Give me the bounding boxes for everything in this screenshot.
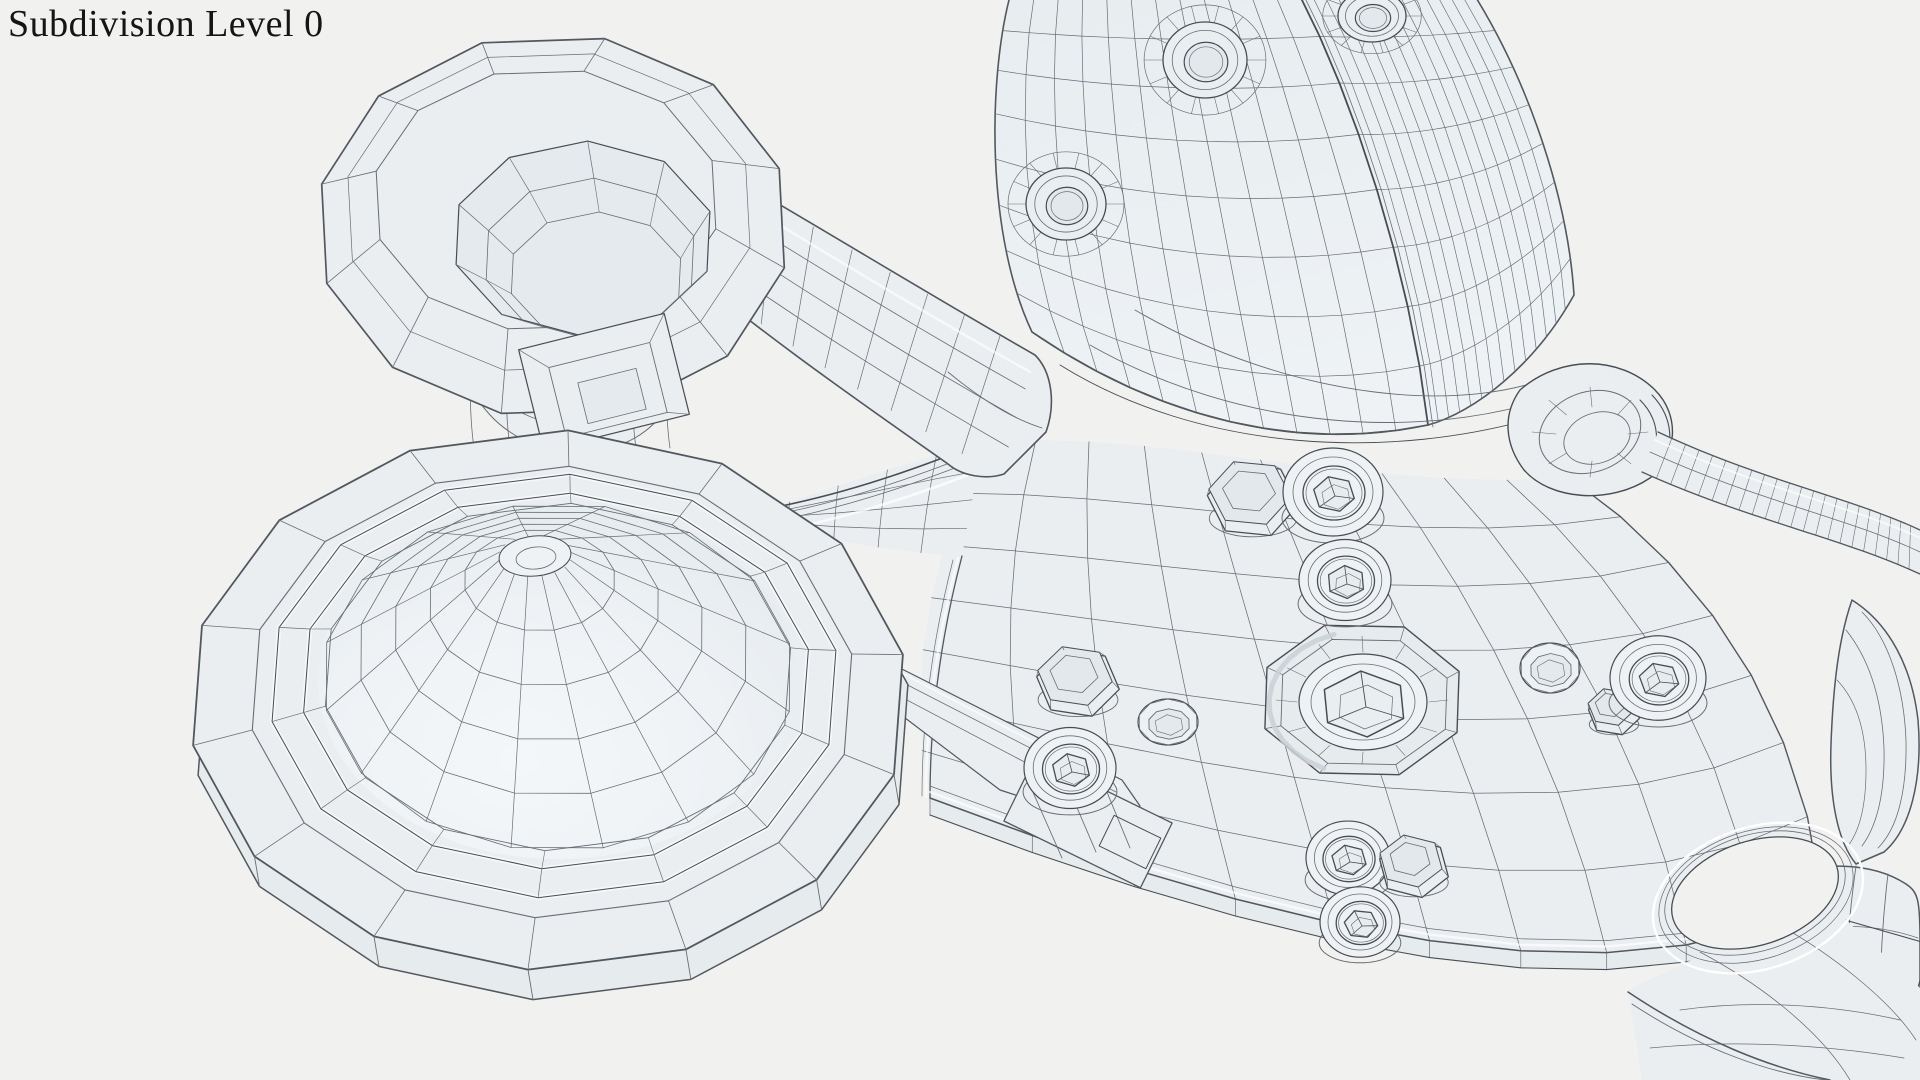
subdivision-level-label: Subdivision Level 0 <box>8 3 324 45</box>
backing-pad <box>192 429 909 1001</box>
clamp-knob <box>320 37 786 453</box>
bolt-cluster <box>1022 447 1708 964</box>
power-cable <box>1641 431 1920 575</box>
plate-hole <box>1651 821 1865 975</box>
motor-housing <box>994 0 1674 497</box>
